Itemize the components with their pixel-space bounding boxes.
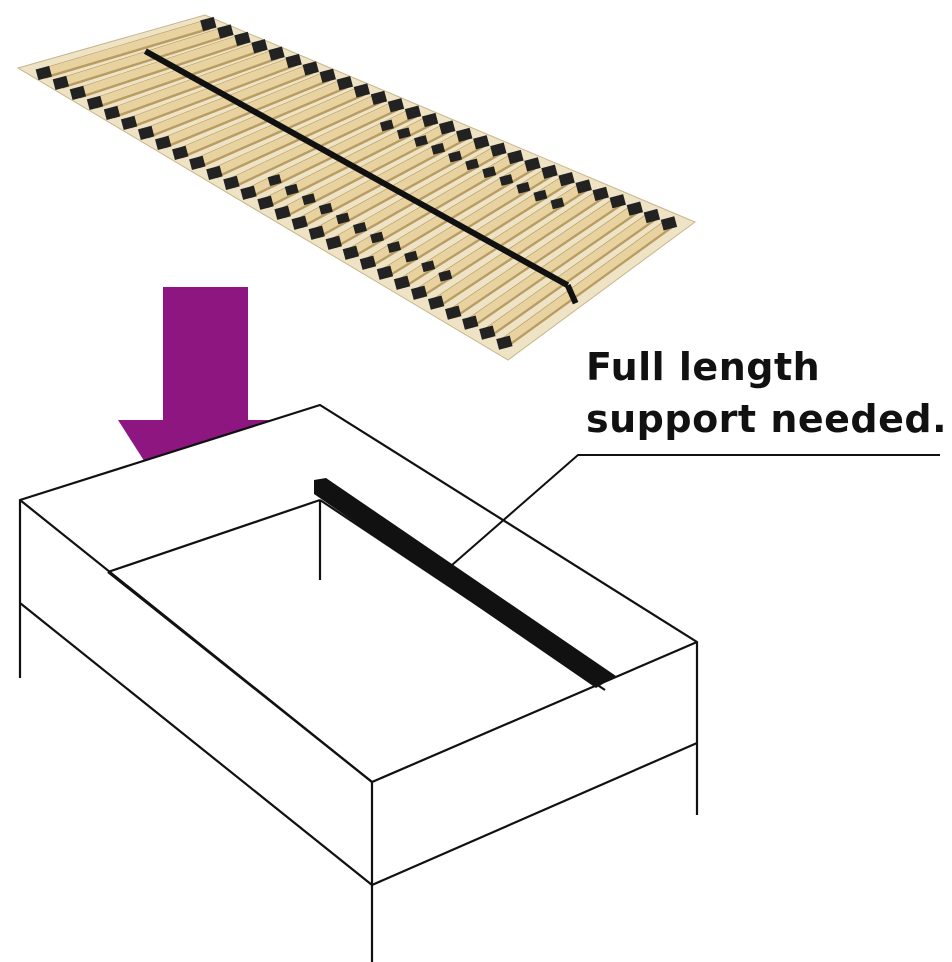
slat-holder — [393, 275, 411, 290]
slat-holder — [410, 285, 428, 300]
firmness-adjuster — [318, 202, 333, 215]
firmness-adjuster — [431, 142, 446, 155]
slat-holder — [479, 325, 496, 340]
slat-holder — [404, 105, 422, 120]
slat — [434, 190, 604, 306]
firmness-adjuster — [482, 166, 497, 179]
slat-holder — [359, 255, 377, 270]
slat — [42, 19, 210, 77]
firmness-adjuster — [387, 241, 402, 253]
callout-leader-line — [451, 454, 940, 566]
slat-holder — [353, 83, 371, 98]
firmness-adjuster — [353, 222, 367, 234]
slat-holder — [473, 135, 490, 150]
callout-text-line2: support needed. — [586, 397, 948, 441]
slat-holder — [308, 225, 325, 240]
slat — [451, 197, 621, 316]
slat-holder — [217, 24, 234, 39]
slat-holder — [370, 90, 388, 106]
slat-holder — [575, 179, 592, 194]
slat-holder — [490, 142, 507, 157]
slat-holder — [206, 165, 223, 180]
firmness-adjuster — [396, 127, 411, 140]
firmness-adjuster — [414, 135, 428, 147]
slat-holder — [660, 216, 678, 231]
slatted-bed-base — [16, 14, 697, 361]
slat-holder — [421, 112, 439, 128]
firmness-adjuster — [438, 269, 453, 282]
slat-holder — [541, 164, 558, 179]
callout-text-line1: Full length — [586, 345, 821, 389]
slat-holder — [462, 315, 479, 330]
slat-holder — [120, 115, 138, 131]
firmness-adjuster — [465, 158, 480, 171]
slat-holder — [524, 157, 541, 172]
slat — [127, 56, 296, 127]
slat — [485, 212, 655, 336]
slat-holder — [438, 120, 456, 135]
slat — [93, 41, 261, 107]
support-beam — [314, 478, 616, 688]
slat-holder — [342, 245, 360, 260]
slat-holder — [223, 175, 240, 190]
firmness-adjuster — [335, 212, 350, 225]
slat-holder — [69, 85, 87, 101]
slat-holder — [35, 65, 52, 81]
firmness-adjuster — [550, 197, 565, 210]
slat-holder — [427, 295, 445, 310]
slat-holder — [137, 125, 155, 140]
slat-holder — [257, 195, 274, 210]
center-strap — [143, 48, 570, 288]
slat-holder — [302, 61, 319, 76]
slat-holder — [103, 105, 121, 121]
slat — [468, 204, 638, 326]
slat-holder — [376, 265, 394, 280]
firmness-adjuster — [267, 174, 282, 186]
firmness-adjuster — [284, 183, 299, 196]
slat-holder — [285, 53, 302, 69]
firmness-adjuster — [379, 119, 394, 132]
slat-holder — [251, 39, 268, 54]
center-strap-end — [564, 283, 579, 305]
slat-holder — [507, 149, 524, 165]
slat-holder — [155, 135, 172, 150]
slat — [76, 34, 244, 97]
firmness-adjuster — [499, 174, 514, 186]
slat-holder — [387, 98, 405, 113]
slat — [110, 49, 279, 117]
slat-holder — [445, 305, 462, 320]
slat — [59, 27, 227, 87]
slat-holder — [558, 172, 575, 187]
slat-holder — [86, 95, 104, 111]
slat-holder — [319, 68, 336, 83]
slat-holder — [189, 155, 206, 170]
firmness-adjuster — [533, 189, 548, 202]
slat-holder — [291, 215, 308, 230]
slat-holder — [240, 185, 257, 200]
slat-holder — [626, 201, 644, 216]
slat-holder — [336, 76, 354, 91]
firmness-adjuster — [516, 181, 531, 194]
slat-holder — [234, 31, 251, 46]
slat-holder — [496, 335, 513, 350]
slat-holder — [643, 208, 661, 224]
slat-holder — [592, 186, 609, 202]
slat-holder — [325, 235, 342, 250]
slat-holder — [609, 194, 626, 209]
firmness-adjuster — [301, 193, 316, 206]
slat-holder — [52, 75, 70, 91]
slat-holder — [456, 127, 473, 142]
firmness-adjuster — [404, 250, 419, 263]
down-arrow-icon — [118, 287, 293, 556]
slat-holder — [172, 145, 189, 160]
slat — [502, 219, 672, 346]
slat-holder — [200, 16, 217, 32]
firmness-adjuster — [421, 260, 436, 273]
slat-holder — [274, 205, 291, 220]
firmness-adjuster — [370, 231, 384, 244]
firmness-adjuster — [448, 150, 463, 163]
slat-holder — [268, 46, 285, 61]
